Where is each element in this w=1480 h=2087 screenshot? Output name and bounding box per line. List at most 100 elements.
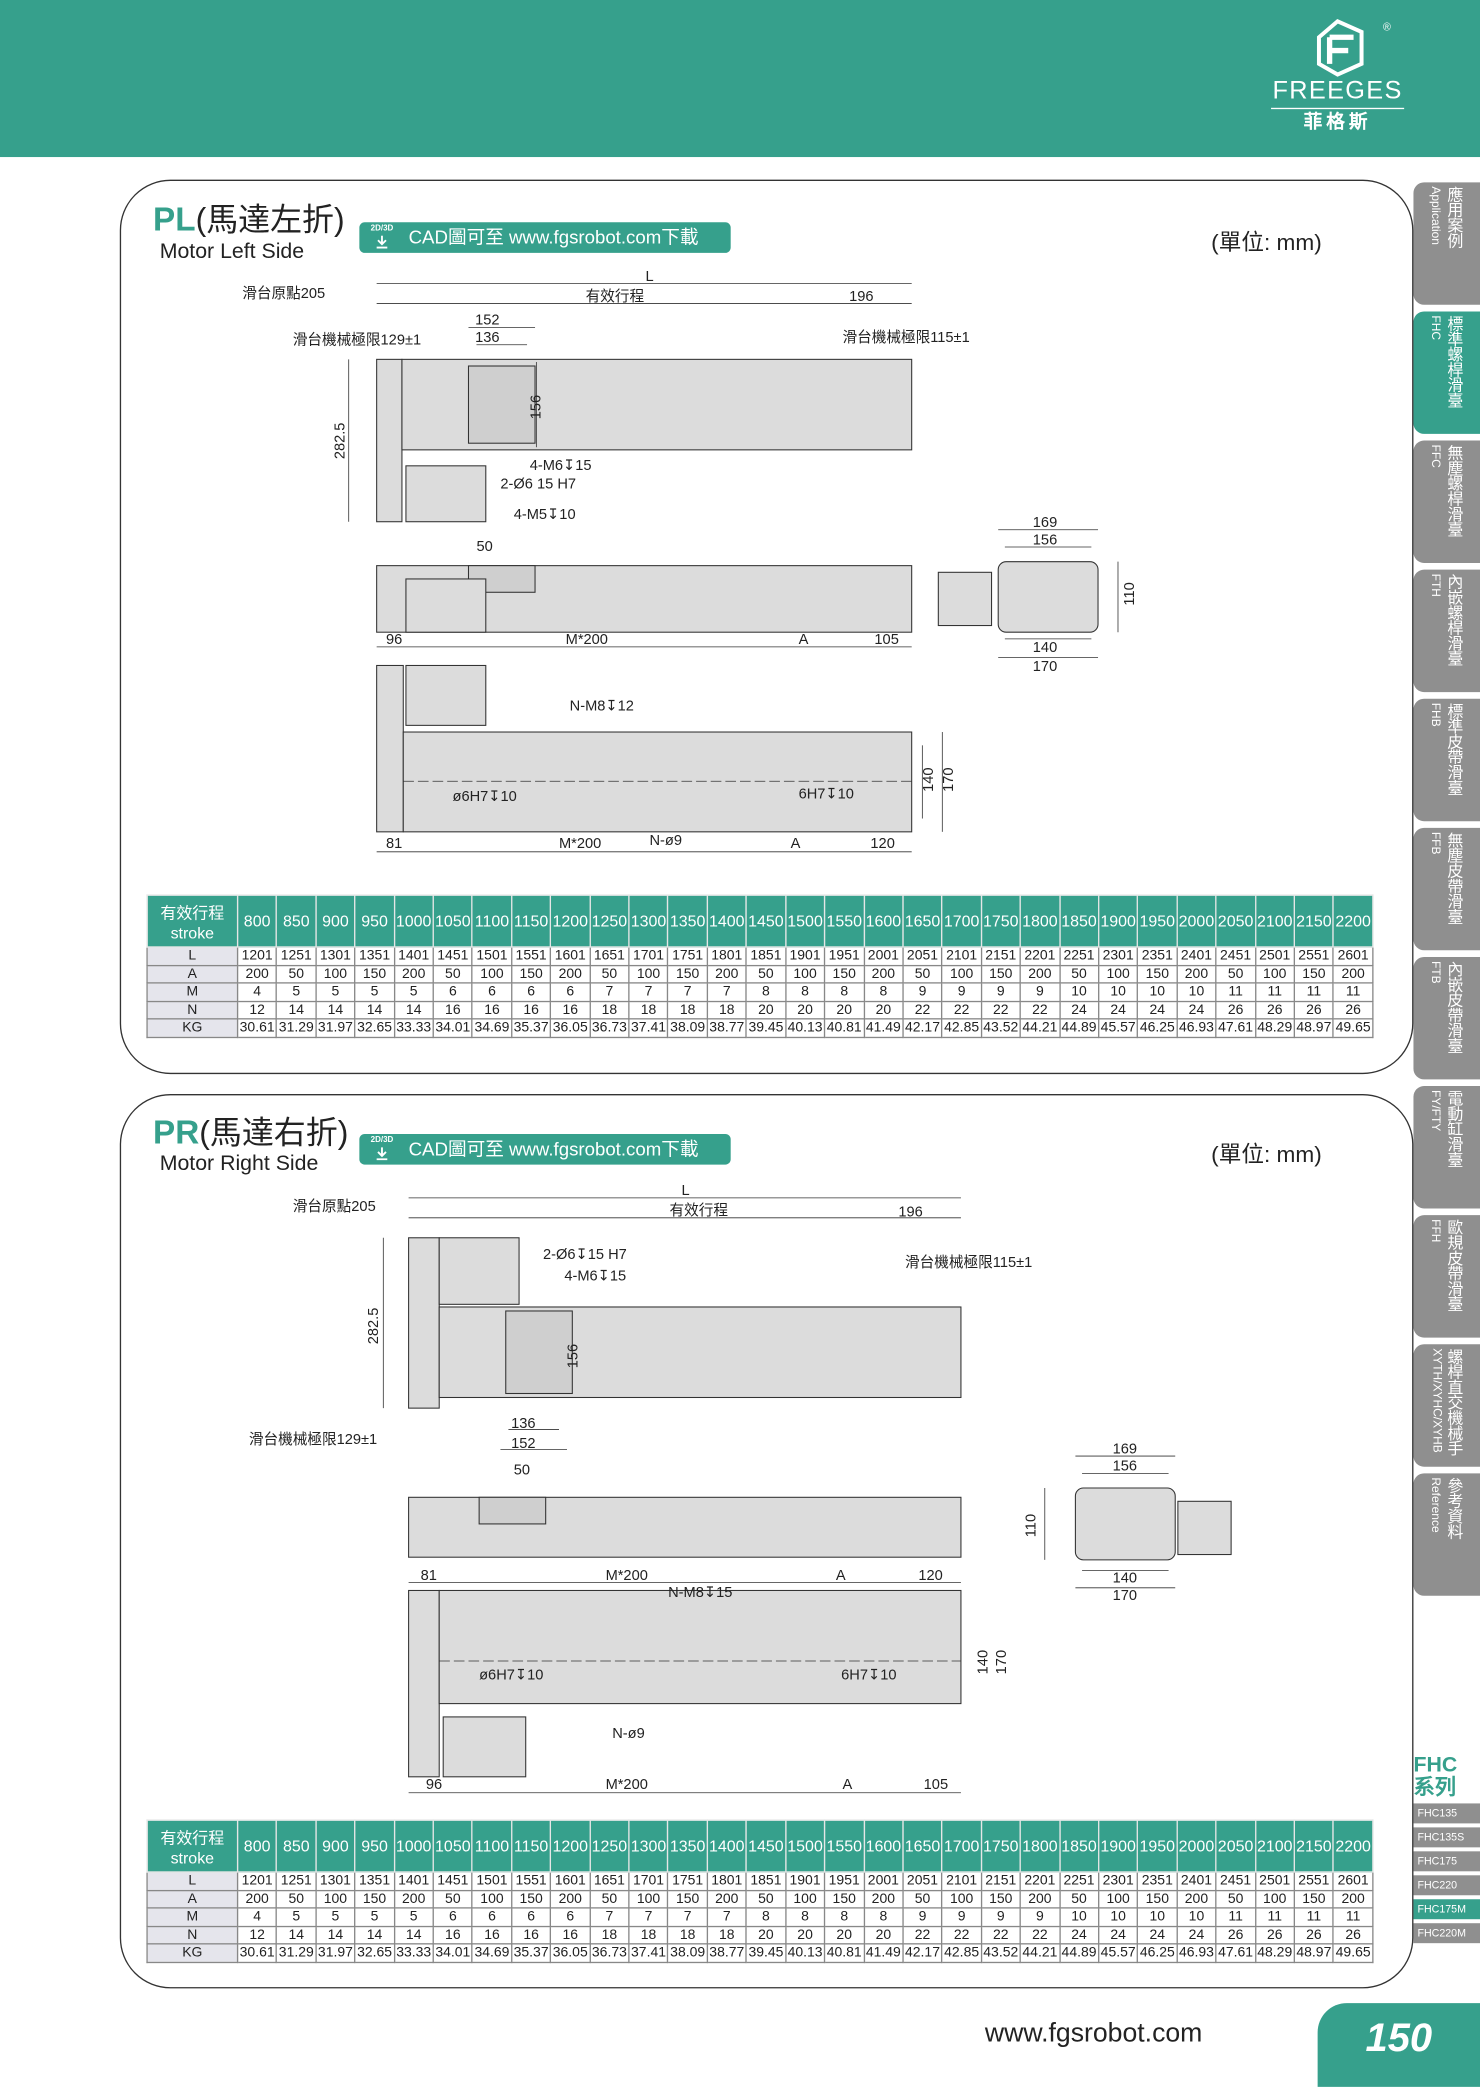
table-cell: 46.93 — [1176, 1018, 1217, 1038]
table-cell: 43.52 — [980, 1943, 1022, 1963]
series-item-fhc135[interactable]: FHC135 — [1413, 1803, 1480, 1824]
table-cell: 150 — [1137, 1889, 1178, 1909]
table-cell: 1251 — [276, 946, 317, 966]
brand-name-en: FREEGES — [1271, 77, 1405, 110]
table-cell: 49.65 — [1332, 1018, 1374, 1038]
table-cell: 44.89 — [1058, 1018, 1100, 1038]
stroke-value: 1000 — [393, 894, 434, 948]
pl-cad-download-badge[interactable]: 2D/3D CAD圖可至 www.fgsrobot.com下載 — [359, 222, 731, 253]
freeges-logo[interactable]: ® FREEGES 菲格斯 — [1271, 18, 1405, 152]
table-cell: 44.21 — [1019, 1943, 1061, 1963]
stroke-value: 1550 — [823, 894, 865, 948]
table-cell: 11 — [1215, 1907, 1256, 1927]
table-cell: 150 — [823, 1889, 865, 1909]
series-item-fhc220m[interactable]: FHC220M — [1413, 1923, 1480, 1944]
tab-label-zh: 歐規皮帶滑臺 — [1445, 1219, 1465, 1311]
table-cell: 11 — [1332, 1907, 1374, 1927]
table-cell: 100 — [784, 1889, 826, 1909]
stroke-value: 1200 — [550, 894, 591, 948]
table-cell: 1751 — [667, 946, 708, 966]
series-item-fhc135s[interactable]: FHC135S — [1413, 1827, 1480, 1848]
table-cell: 1951 — [823, 1871, 865, 1891]
stroke-value: 2100 — [1254, 1819, 1295, 1873]
table-cell: 10 — [1137, 1907, 1178, 1927]
table-cell: 1601 — [550, 946, 591, 966]
stroke-value: 1950 — [1137, 1819, 1178, 1873]
table-cell: 6 — [510, 1907, 552, 1927]
table-cell: 8 — [823, 982, 865, 1002]
table-cell: 11 — [1254, 982, 1295, 1002]
table-cell: 7 — [589, 1907, 630, 1927]
table-cell: 10 — [1176, 1907, 1217, 1927]
footer-url[interactable]: www.fgsrobot.com — [984, 2019, 1203, 2049]
tab-label-en: Reference — [1429, 1477, 1443, 1533]
series-item-fhc220[interactable]: FHC220 — [1413, 1875, 1480, 1896]
cad-badge-text: CAD圖可至 www.fgsrobot.com下載 — [408, 226, 699, 248]
table-cell: 18 — [589, 1000, 630, 1020]
table-cell: 10 — [1097, 982, 1139, 1002]
table-cell: 32.65 — [354, 1018, 395, 1038]
table-cell: 18 — [628, 1925, 669, 1945]
tab-label-en: FTH — [1429, 573, 1443, 597]
stroke-header-zh: 有效行程 — [160, 903, 225, 922]
pr-cad-download-badge[interactable]: 2D/3D CAD圖可至 www.fgsrobot.com下載 — [359, 1133, 731, 1165]
stroke-value: 1700 — [941, 1819, 982, 1873]
pr-panel — [119, 1094, 1414, 1989]
table-cell: 7 — [667, 1907, 708, 1927]
table-cell: 50 — [1058, 1889, 1100, 1909]
table-cell: 1301 — [315, 1871, 356, 1891]
table-cell: 20 — [745, 1925, 787, 1945]
series-title-zh: 系列 — [1413, 1776, 1457, 1800]
table-cell: 2401 — [1176, 946, 1217, 966]
table-cell: 5 — [276, 982, 317, 1002]
table-cell: 22 — [941, 1000, 982, 1020]
table-cell: 14 — [393, 1000, 434, 1020]
table-cell: 200 — [393, 1889, 434, 1909]
table-cell: 10 — [1176, 982, 1217, 1002]
series-item-fhc175[interactable]: FHC175 — [1413, 1851, 1480, 1872]
stroke-value: 1050 — [432, 894, 474, 948]
table-cell: 150 — [823, 964, 865, 984]
table-cell: 40.81 — [823, 1018, 865, 1038]
table-cell: 6 — [432, 982, 474, 1002]
table-cell: 2101 — [941, 1871, 982, 1891]
table-cell: 7 — [706, 982, 748, 1002]
series-item-fhc175m[interactable]: FHC175M — [1413, 1899, 1480, 1920]
stroke-value: 1700 — [941, 894, 982, 948]
page-number: 150 — [1317, 2003, 1480, 2087]
table-cell: 26 — [1332, 1925, 1374, 1945]
table-cell: 8 — [745, 982, 787, 1002]
stroke-value: 1750 — [980, 1819, 1022, 1873]
table-cell: 1951 — [823, 946, 865, 966]
brand-name-zh: 菲格斯 — [1303, 110, 1372, 132]
table-cell: 42.85 — [941, 1943, 982, 1963]
table-cell: 10 — [1137, 982, 1178, 1002]
table-cell: 48.97 — [1293, 1943, 1335, 1963]
table-cell: 50 — [432, 964, 474, 984]
table-cell: 46.25 — [1137, 1018, 1178, 1038]
table-cell: 5 — [354, 1907, 395, 1927]
table-cell: 18 — [589, 1925, 630, 1945]
table-cell: 40.13 — [784, 1018, 826, 1038]
table-cell: 46.93 — [1176, 1943, 1217, 1963]
table-cell: 33.33 — [393, 1943, 434, 1963]
table-cell: 6 — [432, 1907, 474, 1927]
table-cell: 24 — [1097, 1925, 1139, 1945]
stroke-value: 1600 — [863, 1819, 904, 1873]
table-cell: 200 — [1176, 1889, 1217, 1909]
table-cell: 20 — [863, 1000, 904, 1020]
